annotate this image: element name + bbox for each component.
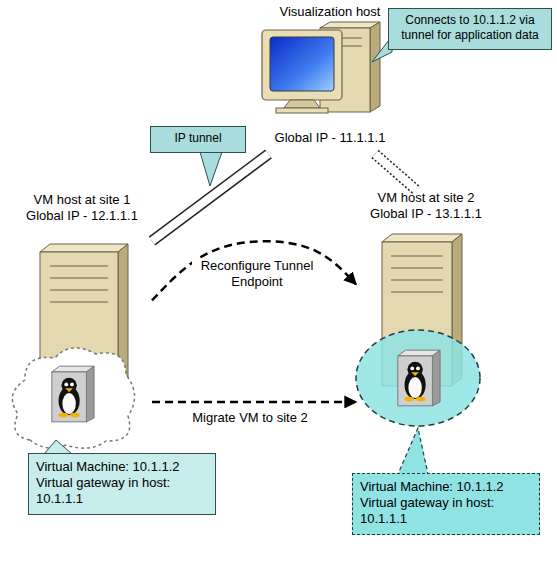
vm-cloud [12, 348, 134, 448]
virtual-machine-icon [398, 350, 440, 406]
tower-side [370, 22, 380, 112]
drive-slot [391, 268, 443, 269]
ip-address: Global IP - 11.1.1.1 [255, 130, 405, 146]
drive-slot [50, 290, 108, 291]
callout-note: IP tunnel [150, 126, 246, 153]
monitor-body [262, 30, 342, 100]
tunnel-outline [375, 154, 416, 190]
server-top [382, 234, 462, 242]
server-top [40, 244, 128, 252]
drive-slot [50, 278, 108, 279]
vm-callout: Virtual Machine: 10.1.1.2Virtual gateway… [352, 473, 540, 535]
ip-address: Global IP - 13.1.1.1 [356, 206, 496, 222]
dashed-arrow [152, 241, 356, 300]
monitor-screen [270, 37, 334, 91]
drive-slot [50, 302, 108, 303]
callout-text: Virtual Machine: 10.1.1.2 [36, 459, 208, 475]
drive-slot [391, 256, 443, 257]
tunnel-outline [152, 154, 269, 241]
drive-slot [391, 292, 443, 293]
monitor-base [276, 108, 328, 113]
callout-note: Connects to 10.1.1.2 via tunnel for appl… [388, 8, 552, 50]
edge-label: Reconfigure Tunnel Endpoint [192, 258, 322, 290]
callout-text: IP tunnel [157, 131, 239, 146]
host-name: VM host at site 2 [356, 190, 496, 206]
callout-text: Connects to 10.1.1.2 via tunnel for appl… [395, 13, 545, 43]
drive-slot [50, 266, 108, 267]
monitor-stand [284, 100, 320, 108]
computer-host: Visualization hostGlobal IP - 11.1.1.1 [255, 4, 405, 154]
tunnel-body [152, 154, 269, 241]
callout-text: Virtual Machine: 10.1.1.2 [360, 479, 532, 495]
callout-tail [200, 152, 222, 186]
vm-callout: Virtual Machine: 10.1.1.2Virtual gateway… [28, 453, 216, 515]
callout-tail [44, 440, 72, 454]
virtual-machine-icon [52, 366, 94, 422]
ip-address: Global IP - 12.1.1.1 [12, 208, 152, 224]
drive-slot [391, 280, 443, 281]
ip-tunnel-new [375, 154, 416, 190]
ip-tunnel [152, 154, 269, 241]
desktop-computer [262, 22, 380, 113]
server-host: VM host at site 2Global IP - 13.1.1.1 [356, 190, 496, 432]
edge-label: Migrate VM to site 2 [170, 410, 330, 426]
dashed-arrow [152, 401, 356, 404]
callout-text: Virtual gateway in host: 10.1.1.1 [36, 475, 208, 507]
callout-tail [398, 428, 428, 474]
host-name: VM host at site 1 [12, 192, 152, 208]
server-host: VM host at site 1Global IP - 12.1.1.1 [12, 192, 152, 450]
callout-text: Virtual gateway in host: 10.1.1.1 [360, 495, 532, 527]
host-name: Visualization host [255, 4, 405, 20]
vm-highlight [356, 330, 480, 426]
migrate-arrow [152, 401, 356, 402]
reconfigure-arrow [152, 241, 356, 300]
tunnel-body [375, 154, 416, 190]
